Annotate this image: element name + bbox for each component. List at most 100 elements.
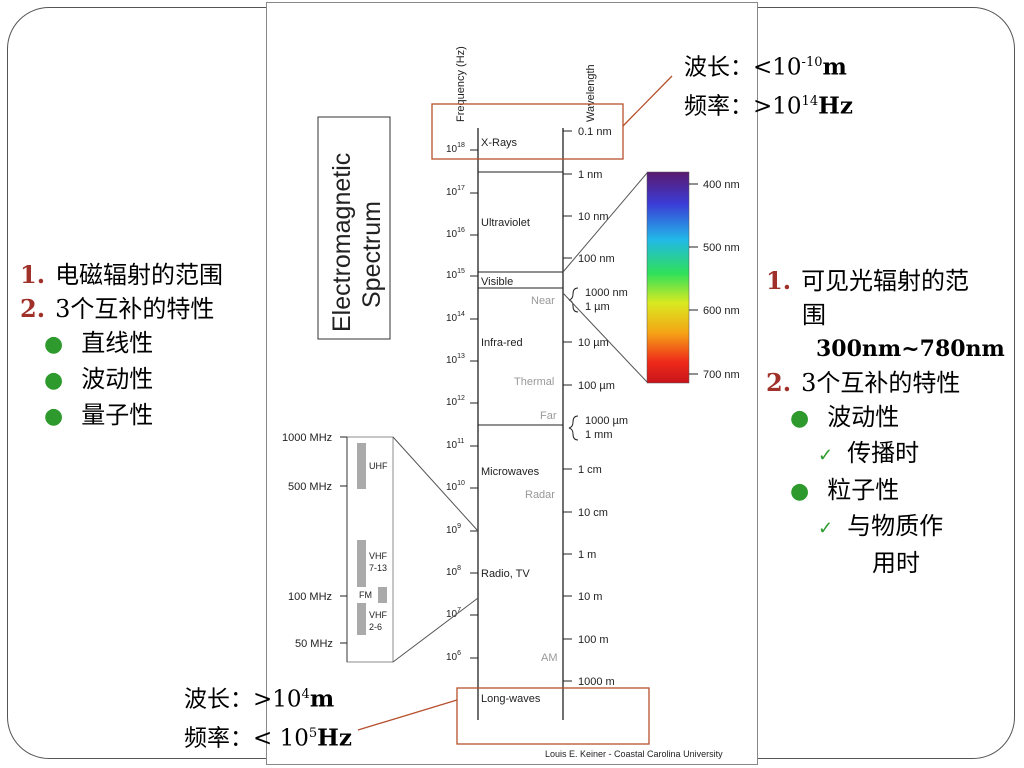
visible-connector-bottom xyxy=(562,292,648,383)
wl-label: 10 nm xyxy=(578,211,609,223)
freq-label: 1013 xyxy=(446,353,465,366)
radio-label: 1000 MHz xyxy=(282,432,332,444)
vis-label: 500 nm xyxy=(703,242,740,254)
wl-label: 10 m xyxy=(578,591,602,603)
radio-label: 500 MHz xyxy=(288,481,332,493)
freq-label: 1010 xyxy=(446,480,465,493)
radio-connector-bottom xyxy=(392,597,479,663)
wl-label: 1 µm xyxy=(585,301,610,313)
freq-label: 106 xyxy=(446,650,461,663)
radio-band-label: 7-13 xyxy=(369,563,387,573)
wl-label: 100 nm xyxy=(578,253,615,265)
radio-label: 100 MHz xyxy=(288,591,332,603)
xray-note: 波长：<10-10m 频率：>1014Hz xyxy=(684,46,853,123)
bullet-item: ●粒子性 xyxy=(790,476,900,504)
freq-label: 107 xyxy=(446,607,461,620)
list-item-continued: 围 xyxy=(802,301,826,329)
xray-frequency: 频率：>1014Hz xyxy=(684,92,853,120)
figure-credit: Louis E. Keiner - Coastal Carolina Unive… xyxy=(545,749,723,759)
xray-wavelength: 波长：<10-10m xyxy=(684,53,847,81)
wl-label: 1000 m xyxy=(578,676,615,688)
sub-band-radar: Radar xyxy=(525,489,555,501)
freq-label: 1011 xyxy=(446,438,464,451)
list-item: 1.可见光辐射的范 xyxy=(766,266,970,295)
list-item: 2.3个互补的特性 xyxy=(766,368,961,397)
band-label-ultraviolet: Ultraviolet xyxy=(481,217,530,229)
sub-band-far: Far xyxy=(540,410,557,422)
list-item: 2.3个互补的特性 xyxy=(20,294,215,323)
fm-bar xyxy=(378,587,387,603)
radio-label: 50 MHz xyxy=(295,638,333,650)
band-label-radio: Radio, TV xyxy=(481,568,530,580)
bullet-item: ●直线性 xyxy=(44,329,154,357)
freq-label: 1017 xyxy=(446,185,465,198)
visible-spectrum-strip xyxy=(646,171,690,384)
radio-connector-top xyxy=(392,436,479,532)
vhf-high-bar xyxy=(357,540,366,587)
band-label-microwaves: Microwaves xyxy=(481,466,540,478)
frequency-axis-label: Frequency (Hz) xyxy=(455,46,467,122)
vis-label: 400 nm xyxy=(703,179,740,191)
uhf-bar xyxy=(357,443,366,489)
figure-title-line1: Electromagnetic xyxy=(328,153,356,332)
radio-band-label: 2-6 xyxy=(369,622,382,632)
visible-range: 300nm~780nm xyxy=(816,336,1005,362)
band-label-infrared: Infra-red xyxy=(481,337,523,349)
radio-inset-box xyxy=(346,436,394,663)
check-item-continued: 用时 xyxy=(872,549,920,577)
bullet-dot-icon: ● xyxy=(790,406,810,431)
radio-band-label: VHF xyxy=(369,610,388,620)
brace-far-ir xyxy=(568,415,579,441)
bullet-item: ●量子性 xyxy=(44,401,154,429)
vis-label: 700 nm xyxy=(703,369,740,381)
wl-label: 10 cm xyxy=(578,507,608,519)
radio-band-label: FM xyxy=(359,590,372,600)
bullet-dot-icon: ● xyxy=(44,332,64,357)
title-box xyxy=(317,116,391,340)
wl-label: 100 µm xyxy=(578,380,615,392)
freq-label: 109 xyxy=(446,523,461,536)
sub-band-near: Near xyxy=(531,295,555,307)
wl-label: 1 m xyxy=(578,549,596,561)
check-item: ✓与物质作 xyxy=(818,512,944,540)
checkmark-icon: ✓ xyxy=(818,445,834,466)
longwave-wavelength: 波长：>104m xyxy=(184,685,335,713)
bullet-item: ●波动性 xyxy=(44,365,154,393)
longwave-pointer-line xyxy=(357,699,458,731)
wl-label: 100 m xyxy=(578,634,609,646)
figure-title-line2: Spectrum xyxy=(358,201,386,308)
bullet-dot-icon: ● xyxy=(44,404,64,429)
radio-band-label: UHF xyxy=(369,461,388,471)
freq-label: 108 xyxy=(446,565,461,578)
list-item: 1.电磁辐射的范围 xyxy=(20,260,224,289)
wl-label: 1000 nm xyxy=(585,287,628,299)
band-label-xrays: X-Rays xyxy=(481,137,518,149)
band-label-longwaves: Long-waves xyxy=(481,693,541,705)
bullet-dot-icon: ● xyxy=(44,368,64,393)
freq-label: 1016 xyxy=(446,227,465,240)
xray-pointer-line xyxy=(622,75,673,127)
sub-band-thermal: Thermal xyxy=(514,376,554,388)
wl-label: 10 µm xyxy=(578,337,609,349)
vhf-low-bar xyxy=(357,603,366,635)
left-list: 1.电磁辐射的范围 2.3个互补的特性 ●直线性 ●波动性 ●量子性 xyxy=(20,258,223,434)
bullet-dot-icon: ● xyxy=(790,479,810,504)
freq-label: 1014 xyxy=(446,311,465,324)
freq-label: 1015 xyxy=(446,268,465,281)
wl-label: 1 mm xyxy=(585,429,613,441)
radio-band-label: VHF xyxy=(369,551,388,561)
wl-label: 1000 µm xyxy=(585,415,628,427)
longwave-highlight-box xyxy=(456,687,650,745)
longwave-note: 波长：>104m 频率：< 105Hz xyxy=(184,678,352,755)
freq-label: 1012 xyxy=(446,395,465,408)
sub-band-am: AM xyxy=(541,652,558,664)
right-list: 1.可见光辐射的范 围 300nm~780nm 2.3个互补的特性 ●波动性 ✓… xyxy=(766,264,1005,580)
visible-connector-top xyxy=(562,172,648,273)
wl-label: 1 nm xyxy=(578,169,602,181)
checkmark-icon: ✓ xyxy=(818,518,834,539)
wavelength-axis-label: Wavelength xyxy=(585,64,597,122)
wl-label: 1 cm xyxy=(578,464,602,476)
longwave-frequency: 频率：< 105Hz xyxy=(184,724,352,752)
xray-highlight-box xyxy=(431,103,624,160)
brace-near-ir xyxy=(568,287,579,313)
